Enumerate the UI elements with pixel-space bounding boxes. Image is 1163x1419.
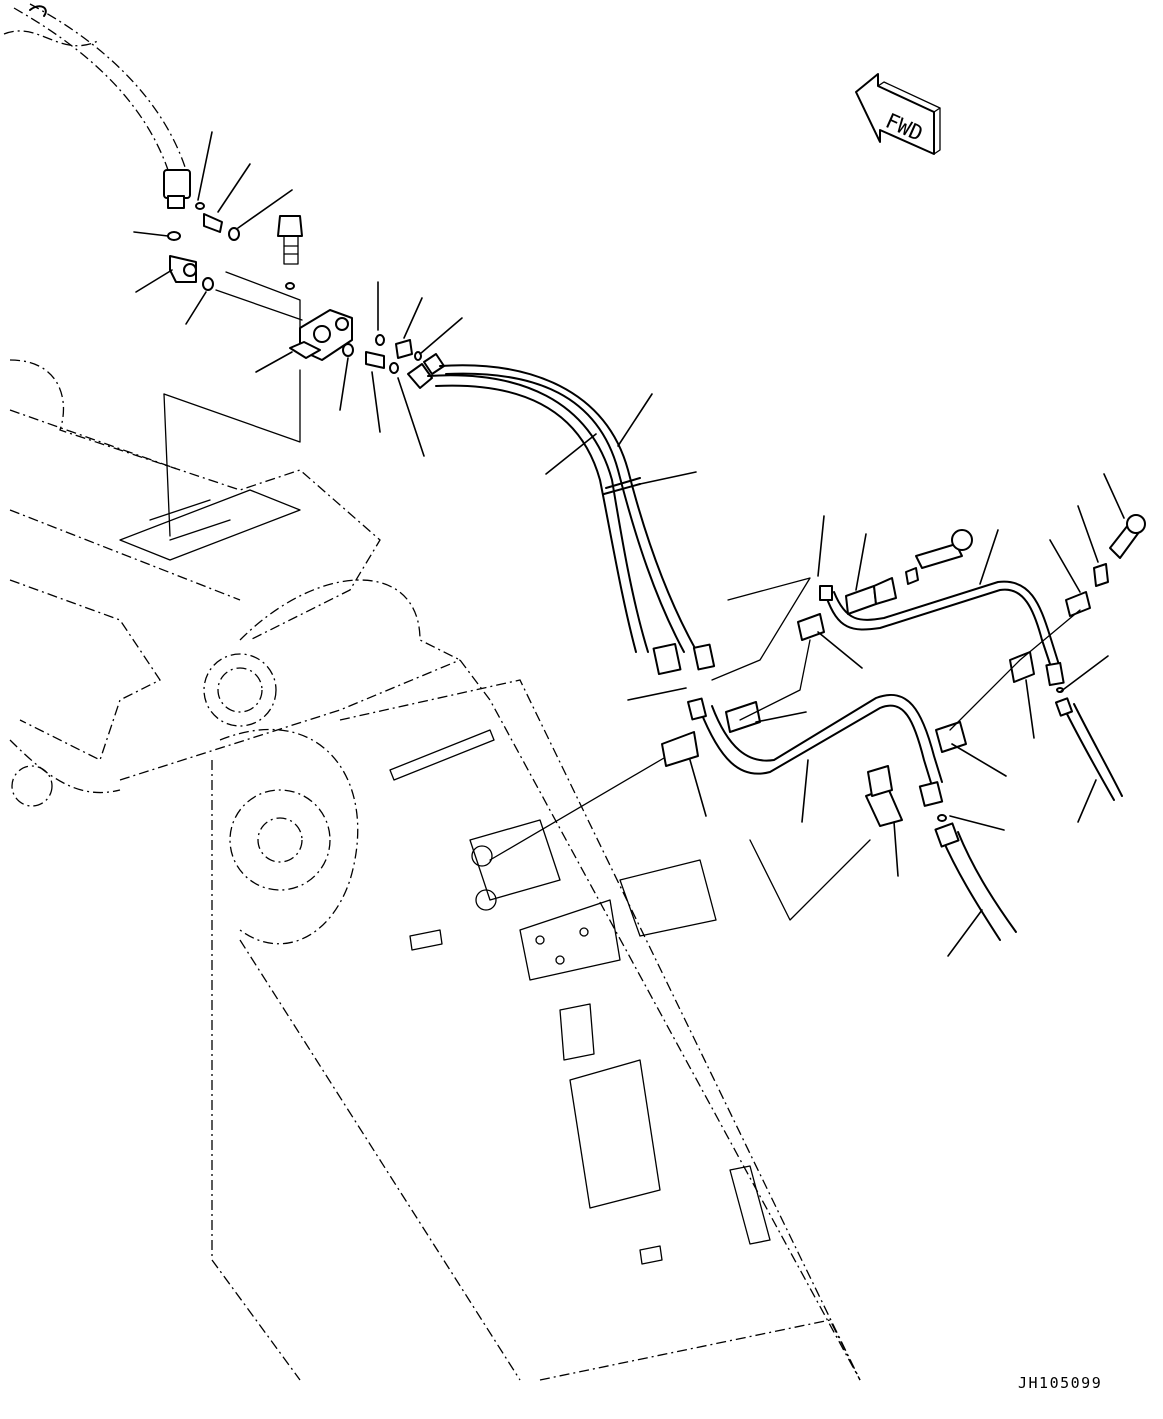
fitting-group-upper xyxy=(167,202,240,291)
twin-hoses xyxy=(407,353,716,676)
fitting-group-block-right xyxy=(342,334,422,374)
mounting-block xyxy=(215,271,353,361)
fwd-label: FWD xyxy=(882,109,926,146)
boom-brackets xyxy=(119,489,771,1265)
right-pipe-lower xyxy=(661,613,1035,827)
callout-leaders xyxy=(133,131,1125,957)
reference-lines xyxy=(163,369,1081,921)
lower-hoses xyxy=(934,687,1123,941)
upper-hose xyxy=(3,3,191,209)
boom-outline xyxy=(9,359,861,1381)
drawing-number: JH105099 xyxy=(1018,1374,1103,1392)
fwd-arrow-icon: FWD xyxy=(855,73,941,155)
right-clamp-group xyxy=(845,514,1146,617)
bolt-upper xyxy=(277,215,303,265)
right-pipe-upper xyxy=(819,580,1065,687)
